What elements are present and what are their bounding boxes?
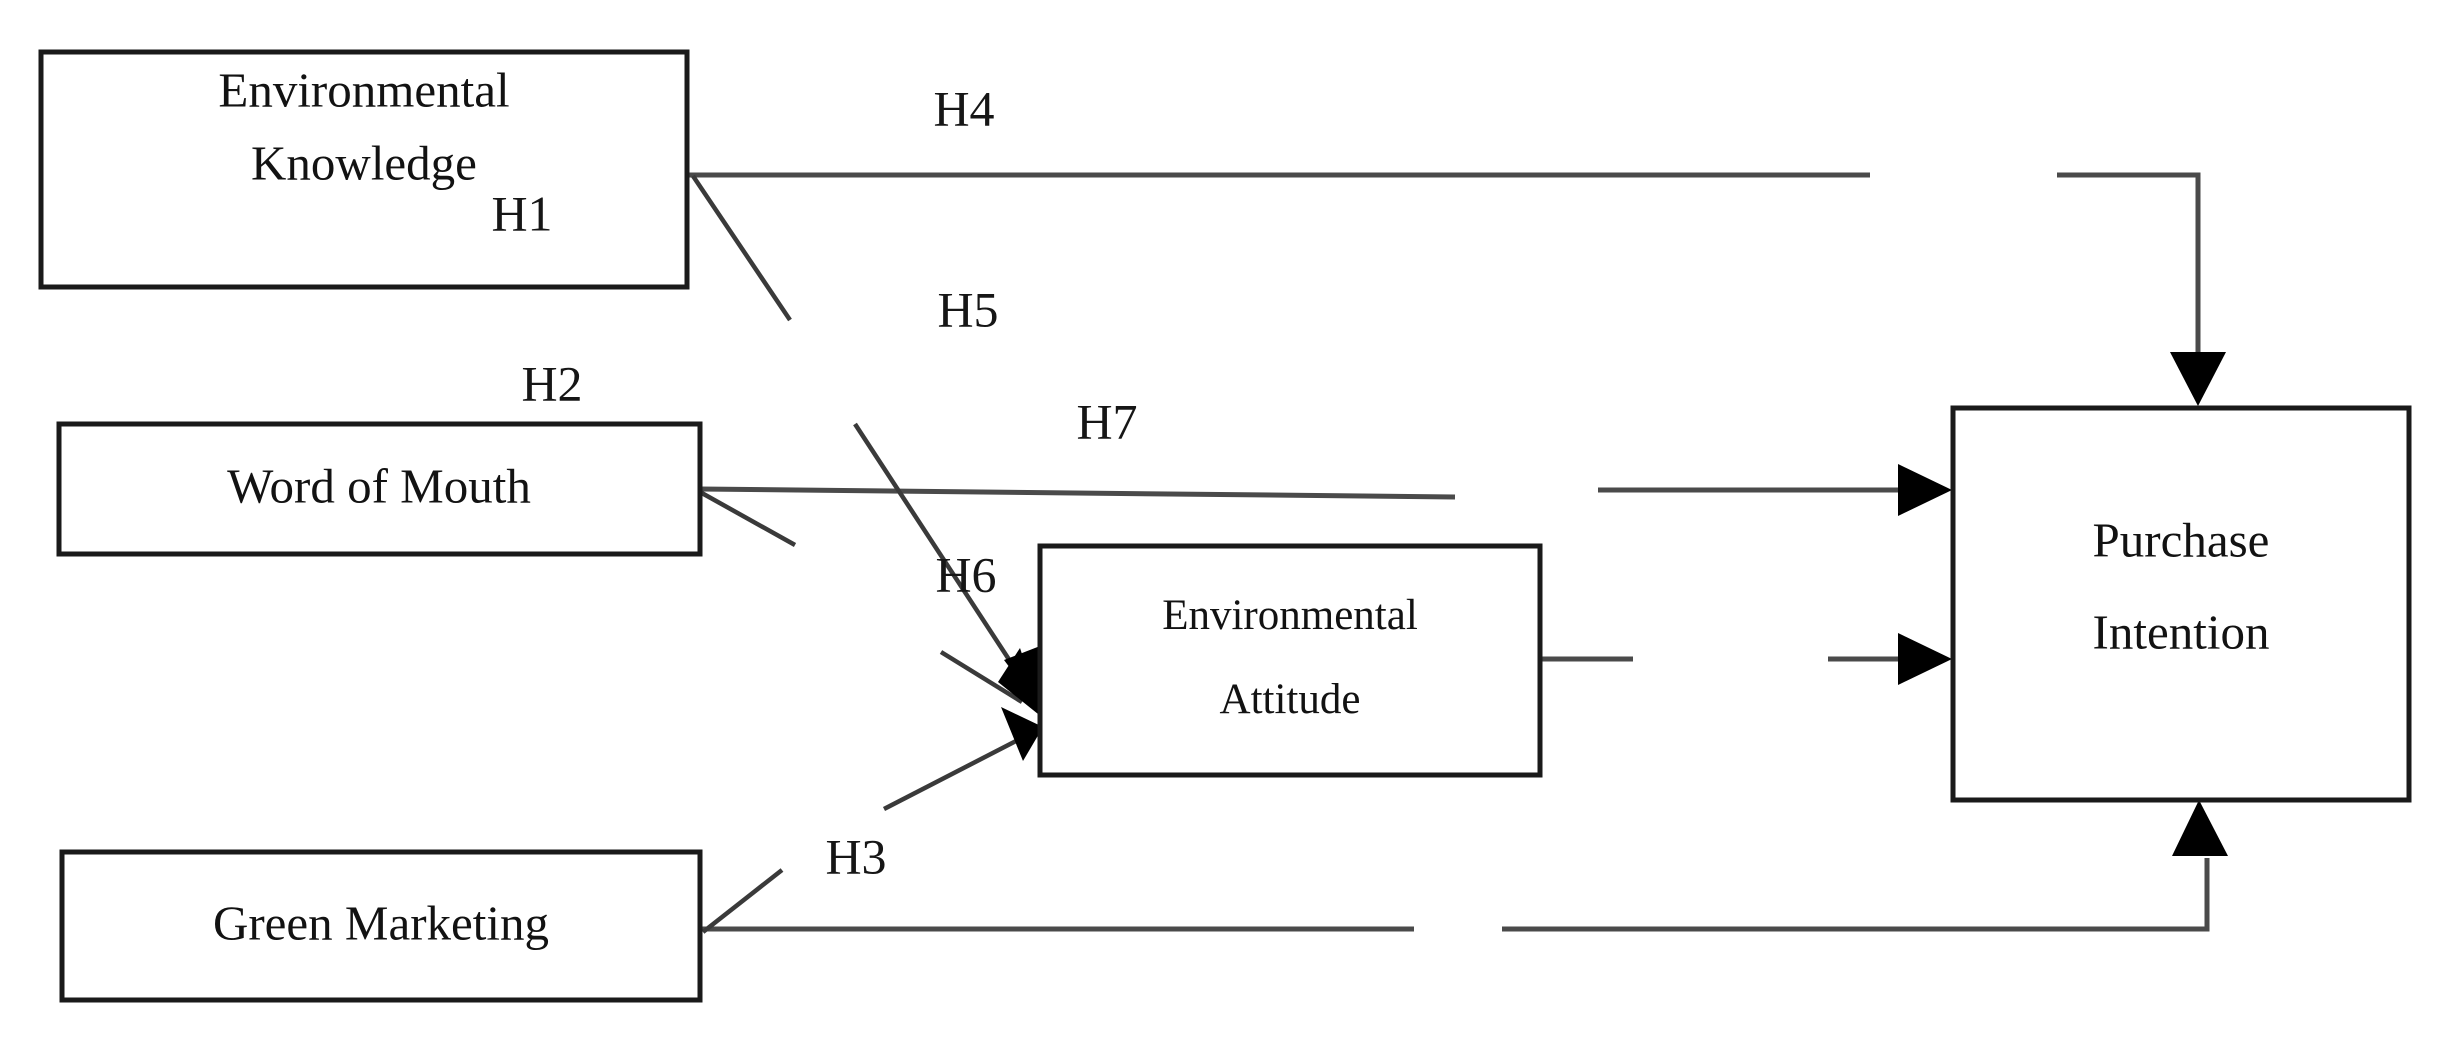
edge-h6-segment-right bbox=[1502, 858, 2210, 932]
edge-h3-leader bbox=[701, 868, 784, 934]
edge-h1-line bbox=[853, 422, 1027, 686]
edge-h7 bbox=[1540, 633, 1952, 685]
node-purchase-intention[interactable]: Purchase Intention bbox=[1950, 405, 2412, 803]
hypothesis-label-h7: H7 bbox=[1076, 393, 1137, 449]
edge-h6 bbox=[700, 800, 2228, 932]
edge-h1-leader bbox=[691, 174, 792, 322]
node-purchase-intention-label-line2: Intention bbox=[2093, 604, 2270, 659]
edge-h5-segment-left bbox=[699, 486, 1456, 500]
edge-h6-arrowhead bbox=[2172, 800, 2228, 856]
edge-h5-arrowhead bbox=[1898, 464, 1952, 516]
node-environmental-attitude-label-line1: Environmental bbox=[1162, 592, 1418, 639]
node-green-marketing-label: Green Marketing bbox=[213, 895, 549, 950]
node-purchase-intention-label-line1: Purchase bbox=[2093, 512, 2270, 567]
edge-h5 bbox=[699, 464, 1952, 516]
hypothesis-label-h4: H4 bbox=[933, 80, 994, 136]
node-environmental-knowledge-box[interactable] bbox=[38, 49, 690, 290]
node-environmental-attitude-box[interactable] bbox=[1037, 543, 1543, 778]
edge-h3-arrowhead bbox=[1001, 707, 1043, 761]
node-green-marketing-box[interactable] bbox=[59, 849, 703, 1003]
edge-h3-line bbox=[882, 737, 1020, 812]
hypothesis-label-h1: H1 bbox=[491, 185, 552, 241]
hypothesis-label-h6: H6 bbox=[935, 546, 996, 602]
node-green-marketing[interactable]: Green Marketing bbox=[59, 849, 703, 1003]
edge-h7-arrowhead bbox=[1898, 633, 1952, 685]
edge-h2-leader bbox=[698, 490, 797, 547]
node-word-of-mouth[interactable]: Word of Mouth bbox=[56, 421, 703, 557]
edge-h1 bbox=[691, 174, 1053, 712]
edge-h2 bbox=[698, 490, 1043, 718]
hypothesis-label-h2: H2 bbox=[521, 355, 582, 411]
node-purchase-intention-box[interactable] bbox=[1950, 405, 2412, 803]
node-environmental-knowledge[interactable]: Environmental Knowledge bbox=[38, 49, 690, 290]
edge-h4 bbox=[687, 172, 2226, 406]
node-environmental-attitude-label-line2: Attitude bbox=[1220, 676, 1361, 723]
node-environmental-knowledge-label-line2: Knowledge bbox=[251, 135, 477, 190]
edge-h4-segment-right bbox=[2057, 172, 2201, 378]
node-word-of-mouth-label: Word of Mouth bbox=[227, 458, 531, 513]
node-word-of-mouth-box[interactable] bbox=[56, 421, 703, 557]
hypothesis-label-h5: H5 bbox=[937, 281, 998, 337]
node-environmental-knowledge-label-line1: Environmental bbox=[218, 62, 509, 117]
edge-h2-line bbox=[939, 650, 1024, 704]
node-environmental-attitude[interactable]: Environmental Attitude bbox=[1037, 543, 1543, 778]
edge-h2-arrowhead bbox=[998, 648, 1043, 718]
edge-h4-arrowhead bbox=[2170, 352, 2226, 406]
edge-h3 bbox=[701, 707, 1043, 934]
hypothesis-label-h3: H3 bbox=[825, 828, 886, 884]
